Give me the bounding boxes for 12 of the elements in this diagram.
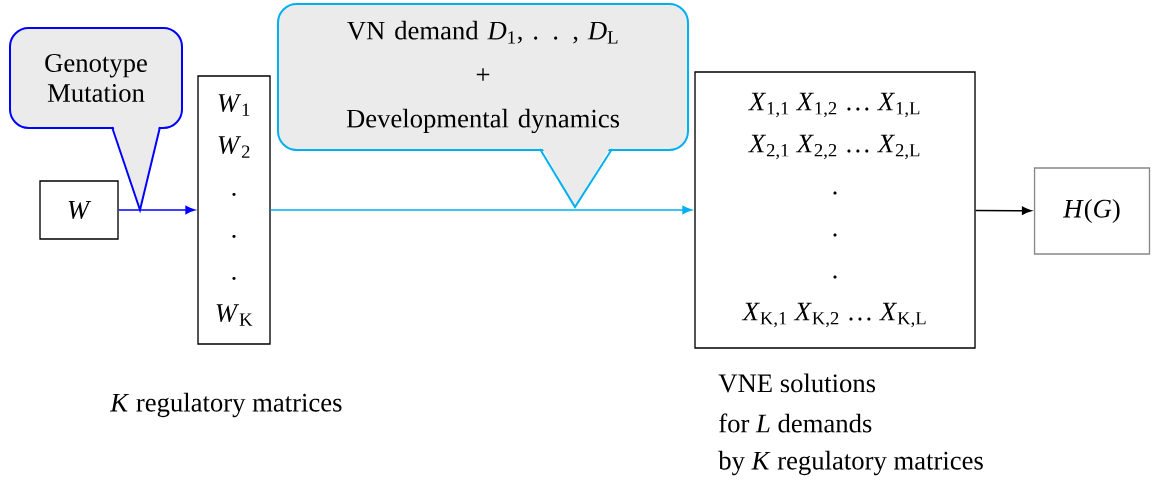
matrix-box: W [39,180,119,240]
caption-text: K regulatory matrices [109,392,342,418]
arrow [974,206,1032,215]
speech-bubble: VN demand D$_{1}$, . . , D$_{L}$ + Developmental dynamics [277,3,689,209]
caption-text: VNE solutions [718,373,876,393]
result-box: H(G) [1033,167,1151,255]
arrow [117,205,195,215]
matrix-column-box: W$_{1}$ W$_{2}$ . . . W$_{K}$ [197,75,271,345]
caption-text: by K regulatory matrices [718,450,983,476]
caption-text: for L demands [719,413,872,433]
arrow [269,205,692,215]
solution-matrix-box: X$_{1,1}$ X$_{1,2}$ … X$_{1,L}$ X$_{2,1}$ X$_{2,2}$ … X$_{2,L}$ . . . X$_{K,1}$ X$_{K,2}$ … X$_{K,L}$ [694,71,976,349]
